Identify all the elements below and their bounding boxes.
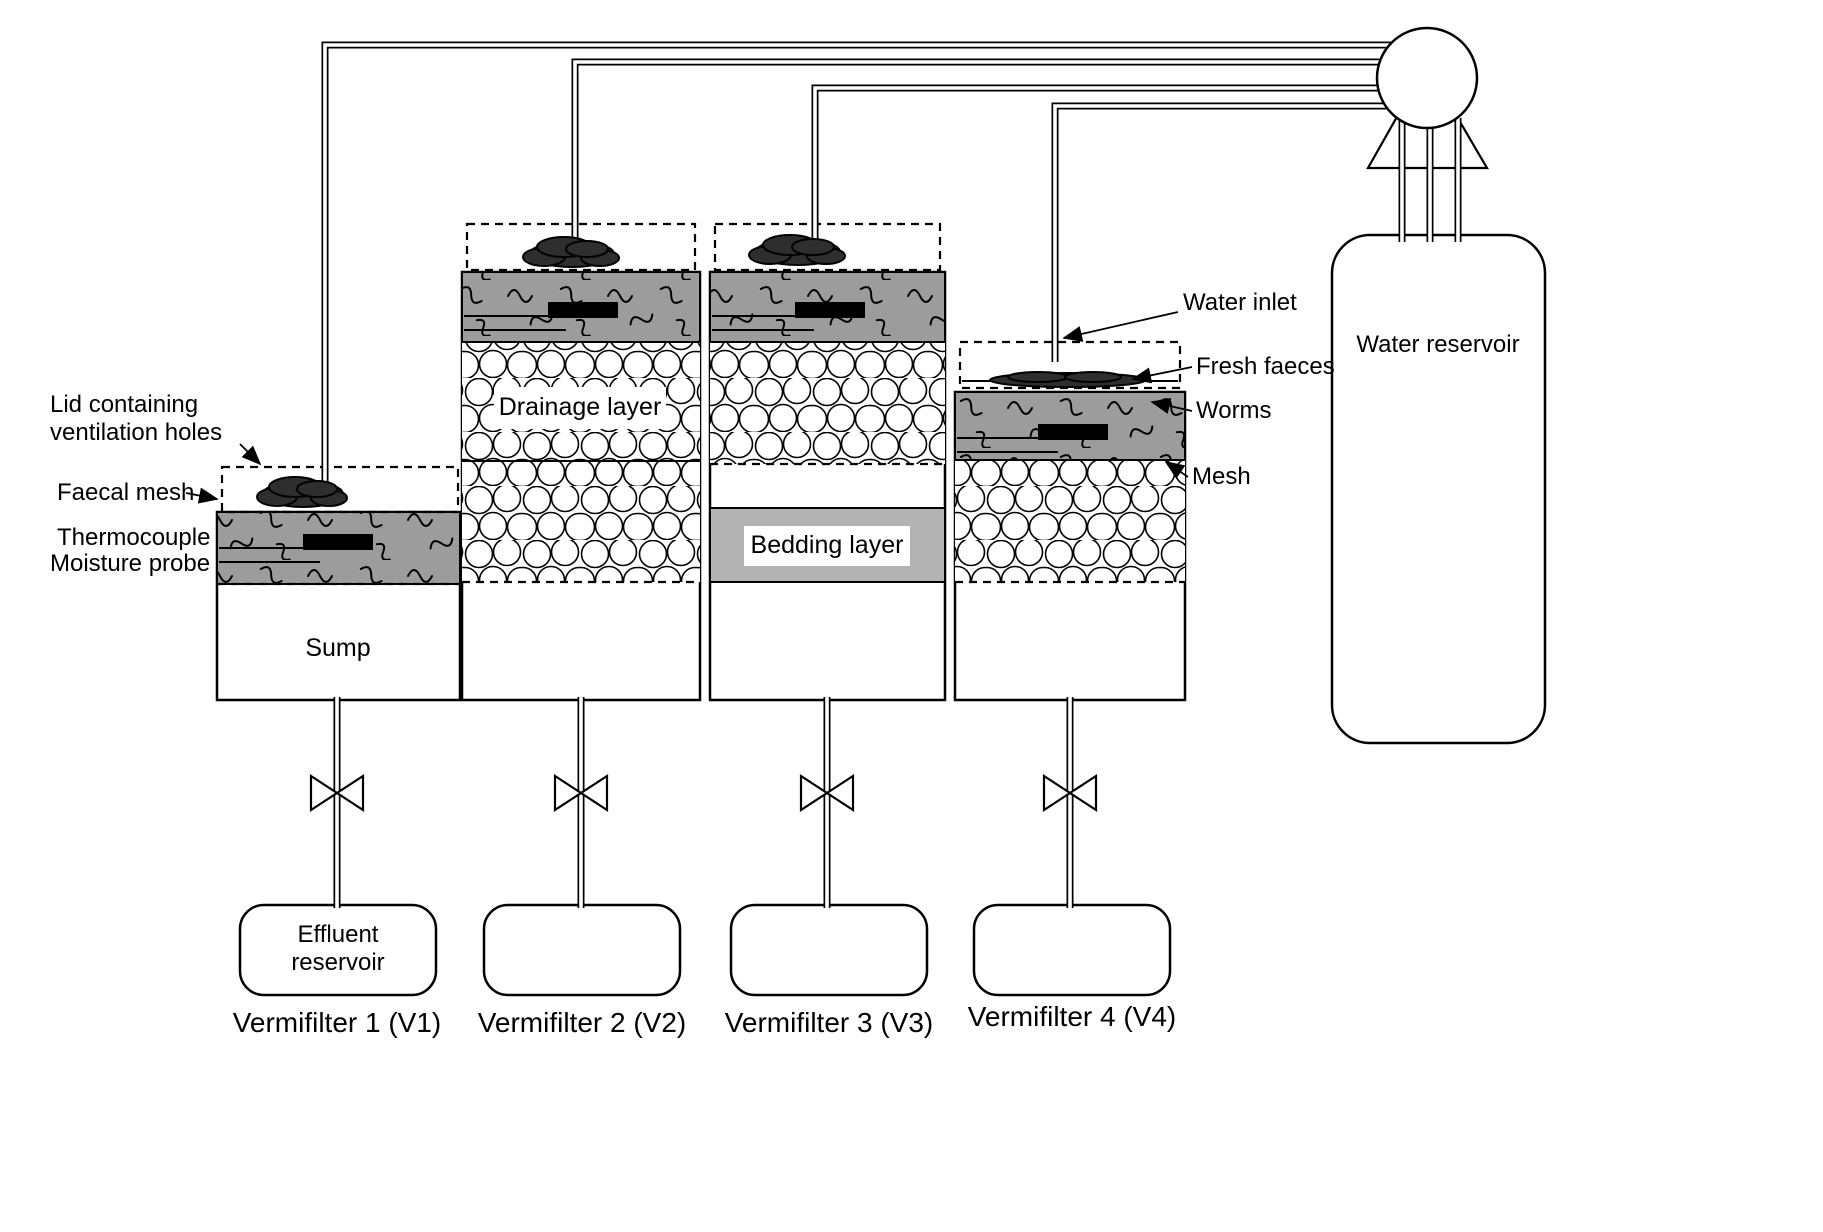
water-inlet-arrow bbox=[1062, 311, 1179, 342]
thermocouple-label: Thermocouple bbox=[57, 524, 210, 551]
worms-label: Worms bbox=[1196, 397, 1272, 424]
water-reservoir-tank bbox=[1330, 233, 1547, 745]
water-inlet-label: Water inlet bbox=[1183, 289, 1297, 316]
fresh-faeces-blob-v4 bbox=[989, 371, 1147, 388]
pump-icon bbox=[1375, 26, 1479, 130]
fresh-faeces-label: Fresh faeces bbox=[1196, 353, 1335, 380]
bedding-label-box bbox=[744, 526, 910, 566]
effluent-reservoir-label-line1: Effluent bbox=[298, 921, 379, 948]
fresh-faeces-arrow bbox=[1131, 366, 1193, 384]
vermifilter-3-thermocouple bbox=[795, 302, 865, 318]
bedding-layer-label: Bedding layer bbox=[751, 531, 904, 559]
bottom-labels: Vermifilter 1 (V1) Vermifilter 2 (V2) Ve… bbox=[233, 1001, 1177, 1038]
faeces-blob-v2 bbox=[522, 236, 620, 268]
drainage-layer-label: Drainage layer bbox=[499, 393, 662, 421]
vermifilter-4-label: Vermifilter 4 (V4) bbox=[968, 1001, 1177, 1032]
vermifilter-4-thermocouple bbox=[1038, 424, 1108, 440]
drainage-label-box bbox=[494, 387, 666, 429]
vermifilter-2-label: Vermifilter 2 (V2) bbox=[478, 1007, 687, 1038]
water-supply-pipes bbox=[321, 41, 1405, 487]
worms-arrow bbox=[1150, 398, 1193, 414]
mesh-label: Mesh bbox=[1192, 463, 1251, 490]
lid-label-line1: Lid containing bbox=[50, 391, 198, 418]
valve-icon-1 bbox=[309, 773, 365, 813]
valve-icon-3 bbox=[799, 773, 855, 813]
valves bbox=[309, 773, 1098, 813]
vermifilter-2-lid bbox=[465, 222, 697, 272]
moisture-probe-label: Moisture probe bbox=[50, 550, 210, 577]
valve-icon-2 bbox=[553, 773, 609, 813]
faeces-blob-v3 bbox=[748, 234, 846, 266]
water-reservoir-label: Water reservoir bbox=[1356, 331, 1519, 358]
vermifilter-1: Sump bbox=[215, 465, 462, 702]
right-annotations: Water inlet Fresh faeces Worms Mesh Wate… bbox=[1062, 289, 1520, 490]
vermifilter-4-drainage-layer bbox=[955, 460, 1185, 582]
drain-pipes bbox=[333, 697, 1074, 908]
left-annotations: Lid containing ventilation holes Faecal … bbox=[50, 391, 262, 577]
vermifilter-3-label: Vermifilter 3 (V3) bbox=[725, 1007, 934, 1038]
vermifilter-4-lid bbox=[958, 340, 1182, 390]
vermifilter-4 bbox=[953, 340, 1187, 702]
vermifilter-1-lid bbox=[220, 465, 460, 514]
vermifilter-3-drainage-layer bbox=[710, 342, 945, 464]
pump-to-reservoir-pipes bbox=[1398, 118, 1462, 242]
faecal-mesh-arrow bbox=[185, 487, 219, 504]
water-reservoir-assembly bbox=[1330, 113, 1547, 745]
mesh-arrow bbox=[1164, 460, 1189, 479]
sump-label: Sump bbox=[305, 634, 370, 662]
valve-icon-4 bbox=[1042, 773, 1098, 813]
effluent-reservoir-2 bbox=[482, 903, 682, 997]
vermifilter-3-lid bbox=[713, 222, 942, 272]
vermifilter-2-thermocouple bbox=[548, 302, 618, 318]
lid-label-line2: ventilation holes bbox=[50, 419, 222, 446]
vermifilter-1-label: Vermifilter 1 (V1) bbox=[233, 1007, 442, 1038]
effluent-reservoir-4 bbox=[972, 903, 1172, 997]
effluent-reservoir-label-line2: reservoir bbox=[291, 949, 384, 976]
effluent-reservoir-3 bbox=[729, 903, 929, 997]
faecal-mesh-label: Faecal mesh bbox=[57, 479, 194, 506]
vermifilter-3: Bedding layer bbox=[708, 222, 947, 702]
faeces-blob-v1 bbox=[256, 476, 348, 508]
effluent-reservoirs: Effluent reservoir bbox=[238, 903, 1172, 997]
vermifilter-1-thermocouple bbox=[303, 534, 373, 550]
lid-arrow bbox=[239, 443, 262, 466]
vermifilter-2: Drainage layer bbox=[460, 222, 702, 702]
